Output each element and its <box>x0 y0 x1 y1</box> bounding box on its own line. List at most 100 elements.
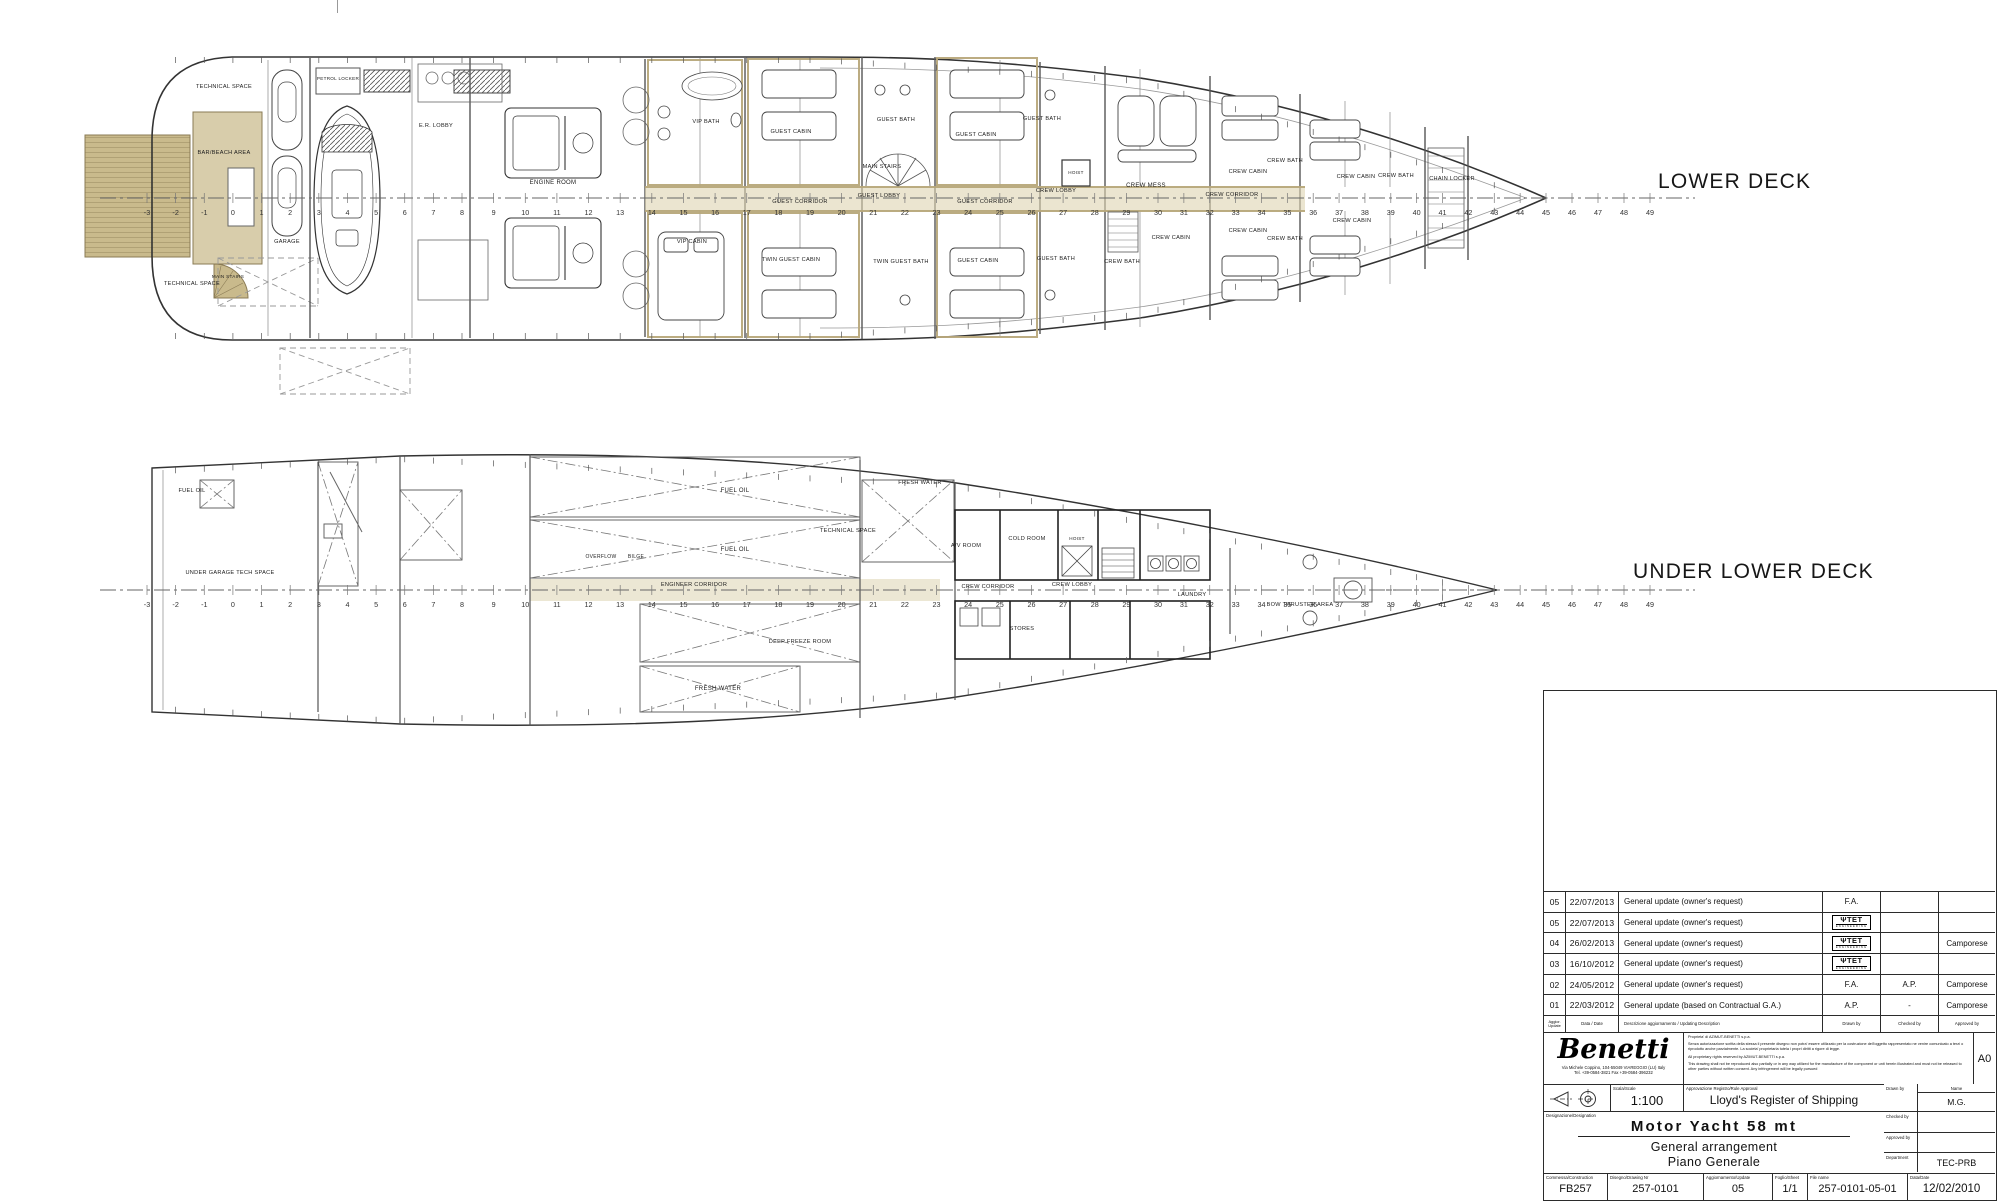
frame-number: 29 <box>1122 208 1130 217</box>
frame-number: 31 <box>1180 208 1188 217</box>
room-label: FUEL OIL <box>178 488 205 494</box>
crew-mess-seating <box>1117 95 1197 163</box>
frame-number: -1 <box>201 600 207 609</box>
frame-number: 32 <box>1206 600 1214 609</box>
bath-fixtures <box>657 71 1056 306</box>
guest-corridor-band <box>645 187 1305 211</box>
room-label: CREW LOBBY <box>1052 582 1092 588</box>
frame-number: 31 <box>1180 600 1188 609</box>
frame-number: 13 <box>616 600 624 609</box>
room-label: MAIN STAIRS <box>863 164 902 170</box>
frame-number: 39 <box>1387 600 1395 609</box>
sheet-label: Foglio/Sheet <box>1775 1175 1800 1180</box>
frame-number: 21 <box>869 208 877 217</box>
benetti-logo: Benetti <box>1557 1034 1670 1065</box>
room-label: UNDER GARAGE TECH SPACE <box>185 570 274 576</box>
construction-value: FB257 <box>1559 1183 1592 1195</box>
frame-number: 41 <box>1439 208 1447 217</box>
revision-approved-by <box>1939 913 1995 933</box>
revision-approved-by: Camporese <box>1946 938 1988 948</box>
revision-number: 03 <box>1544 954 1566 974</box>
file-name-value: 257-0101-05-01 <box>1818 1183 1897 1195</box>
revision-header-approved: Approved by <box>1954 1020 1980 1026</box>
room-label: CREW CABIN <box>1152 235 1191 241</box>
drawn-by-value: M.G. <box>1947 1097 1966 1107</box>
frame-number: 21 <box>869 600 877 609</box>
frame-number: 10 <box>521 600 529 609</box>
frame-number: 10 <box>521 208 529 217</box>
revision-header-checked: Checked by <box>1881 1016 1939 1033</box>
frame-number: 2 <box>288 208 292 217</box>
frame-number: 7 <box>431 208 435 217</box>
room-label: A/V ROOM <box>951 543 981 549</box>
frame-number: 48 <box>1620 600 1628 609</box>
room-label: BOW THRUSTER AREA <box>1267 602 1334 608</box>
frame-number: 23 <box>933 208 941 217</box>
room-label: HOIST <box>1068 170 1084 175</box>
room-label: TECHNICAL SPACE <box>820 528 876 534</box>
frame-number: 38 <box>1361 208 1369 217</box>
frame-number: 33 <box>1232 600 1240 609</box>
beach-platform <box>84 134 191 258</box>
drawing-nr-label: Disegno/Drawing Nr <box>1610 1175 1649 1180</box>
company-cell: Benetti Via Michele Coppino, 104-55049 V… <box>1544 1033 1684 1084</box>
revision-approved-by <box>1939 954 1995 974</box>
frame-number: 41 <box>1439 600 1447 609</box>
revision-checked-by <box>1881 954 1939 974</box>
frame-number: 20 <box>838 208 846 217</box>
date-value: 12/02/2010 <box>1922 1183 1981 1195</box>
fold-mark <box>337 0 338 13</box>
room-label: HOIST <box>1069 536 1085 541</box>
scale-value: 1:100 <box>1630 1093 1664 1108</box>
revision-description: General update (owner's request) <box>1619 933 1823 954</box>
date-label: Data/Date <box>1910 1175 1930 1180</box>
frame-number: 45 <box>1542 600 1550 609</box>
frame-number: 26 <box>1027 600 1035 609</box>
frame-number: 40 <box>1413 208 1421 217</box>
sheet-value: 1/1 <box>1782 1183 1798 1195</box>
designation-label: Designazione/Designation <box>1546 1113 1596 1118</box>
frame-number: 28 <box>1091 600 1099 609</box>
frame-number: 42 <box>1464 208 1472 217</box>
frame-number: 44 <box>1516 600 1524 609</box>
room-label: VIP BATH <box>692 119 719 125</box>
revision-date: 22/03/2012 <box>1566 995 1619 1016</box>
room-label: CREW BATH <box>1267 236 1303 242</box>
room-label: LAUNDRY <box>1178 592 1207 598</box>
frame-number: 8 <box>460 208 464 217</box>
room-label: FUEL OIL <box>721 488 750 494</box>
name-label: Name <box>1918 1084 1995 1093</box>
frame-number: 38 <box>1361 600 1369 609</box>
revision-table-header: Aggior. Update Data / Date Descrizione a… <box>1544 1016 1995 1034</box>
frame-number: 11 <box>553 208 560 217</box>
frame-number: 37 <box>1335 600 1343 609</box>
frame-number: 27 <box>1059 600 1067 609</box>
garage-hatch-projection <box>279 347 411 395</box>
frame-number: 1 <box>260 208 264 217</box>
frame-number: -3 <box>144 600 150 609</box>
room-label: BAR/BEACH AREA <box>197 150 250 156</box>
room-label: PETROL LOCKER <box>317 76 360 81</box>
drawing-nr-value: 257-0101 <box>1632 1183 1679 1195</box>
room-label: GUEST BATH <box>1037 256 1075 262</box>
frame-number: 39 <box>1387 208 1395 217</box>
galley-equipment <box>959 545 1200 627</box>
room-label: COLD ROOM <box>1008 536 1045 542</box>
frame-number: 16 <box>711 208 719 217</box>
frame-number: 11 <box>553 600 560 609</box>
room-label: CREW CABIN <box>1337 174 1376 180</box>
frame-number: 22 <box>901 600 909 609</box>
revision-number: 04 <box>1544 933 1566 954</box>
tender <box>313 105 381 295</box>
room-label: TWIN GUEST BATH <box>873 259 929 265</box>
frame-number: 37 <box>1335 208 1343 217</box>
revision-number: 05 <box>1544 912 1566 933</box>
frame-number: 48 <box>1620 208 1628 217</box>
